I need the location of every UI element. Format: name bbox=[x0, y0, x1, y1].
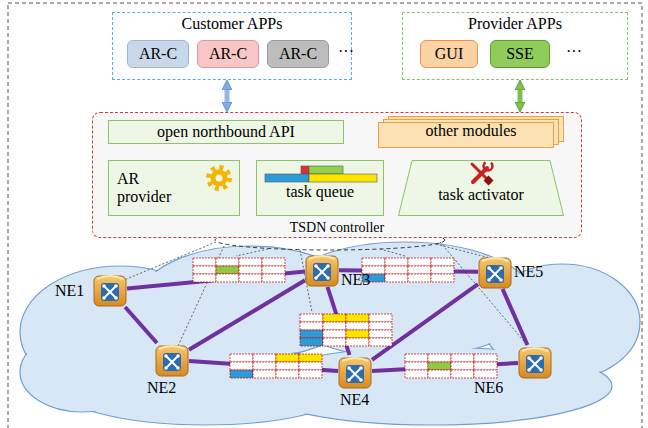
api-arrow bbox=[518, 88, 523, 104]
app-group: AR-C AR-C AR-C Customer APPs bbox=[112, 12, 352, 80]
network-element: NE3 bbox=[305, 253, 339, 287]
network-element: NE4 bbox=[338, 355, 372, 389]
box-label: SSE bbox=[506, 45, 534, 63]
box-label: AR provider bbox=[117, 170, 189, 205]
box-graphic bbox=[478, 255, 512, 289]
box-graphic bbox=[518, 345, 552, 379]
box-label: GUI bbox=[435, 45, 463, 63]
box-label: AR-C bbox=[139, 45, 177, 63]
network-element: NE6 bbox=[518, 345, 552, 379]
box-graphic bbox=[93, 273, 127, 307]
slot-table bbox=[405, 354, 497, 378]
module-trapezoid: task activator bbox=[398, 160, 564, 216]
slot-table bbox=[362, 258, 454, 282]
network-link bbox=[503, 289, 528, 345]
box-graphic bbox=[155, 343, 189, 377]
element-label: NE4 bbox=[340, 391, 369, 409]
element-label: NE2 bbox=[147, 379, 176, 397]
group-title: Provider APPs bbox=[403, 15, 627, 33]
element-label: NE1 bbox=[55, 282, 84, 300]
slot-table bbox=[300, 314, 392, 346]
app-box: AR-C bbox=[267, 40, 329, 68]
box-label: task activator bbox=[438, 186, 524, 204]
module-stack: other modules bbox=[378, 116, 564, 148]
slot-table bbox=[193, 258, 285, 282]
module-box: open northbound API bbox=[108, 120, 344, 144]
app-box: SSE bbox=[490, 40, 550, 68]
network-link bbox=[189, 280, 305, 350]
network-link bbox=[125, 307, 157, 343]
element-label: NE6 bbox=[474, 379, 503, 397]
app-box: AR-C bbox=[127, 40, 189, 68]
app-group: GUI SSE Provider APPs bbox=[402, 12, 628, 80]
box-label: open northbound API bbox=[157, 123, 295, 141]
element-label: NE5 bbox=[514, 263, 543, 281]
box-label: task queue bbox=[286, 183, 354, 201]
group-title: Customer APPs bbox=[113, 15, 351, 33]
box-graphic bbox=[338, 355, 372, 389]
module-box: AR provider bbox=[108, 160, 240, 216]
box-label: AR-C bbox=[209, 45, 247, 63]
element-label: NE3 bbox=[341, 271, 370, 289]
module-box: task queue bbox=[256, 160, 384, 216]
network-link bbox=[127, 272, 305, 289]
ellipsis-label: ··· bbox=[338, 43, 354, 61]
api-arrow bbox=[225, 88, 230, 104]
controller-box: open northbound API other modules AR provi… bbox=[92, 112, 582, 238]
box-graphic bbox=[305, 253, 339, 287]
app-box: GUI bbox=[420, 40, 478, 68]
slot-table bbox=[230, 354, 322, 378]
network-cloud bbox=[20, 242, 640, 425]
network-element: NE5 bbox=[478, 255, 512, 289]
box-label: other modules bbox=[425, 122, 516, 140]
outer-border bbox=[8, 3, 642, 428]
ellipsis-label: ··· bbox=[566, 43, 582, 61]
box-label: AR-C bbox=[279, 45, 317, 63]
network-element: NE1 bbox=[93, 273, 127, 307]
app-box: AR-C bbox=[197, 40, 259, 68]
network-element: NE2 bbox=[155, 343, 189, 377]
group-title: TSDN controller bbox=[93, 220, 581, 236]
network-link bbox=[189, 361, 338, 371]
